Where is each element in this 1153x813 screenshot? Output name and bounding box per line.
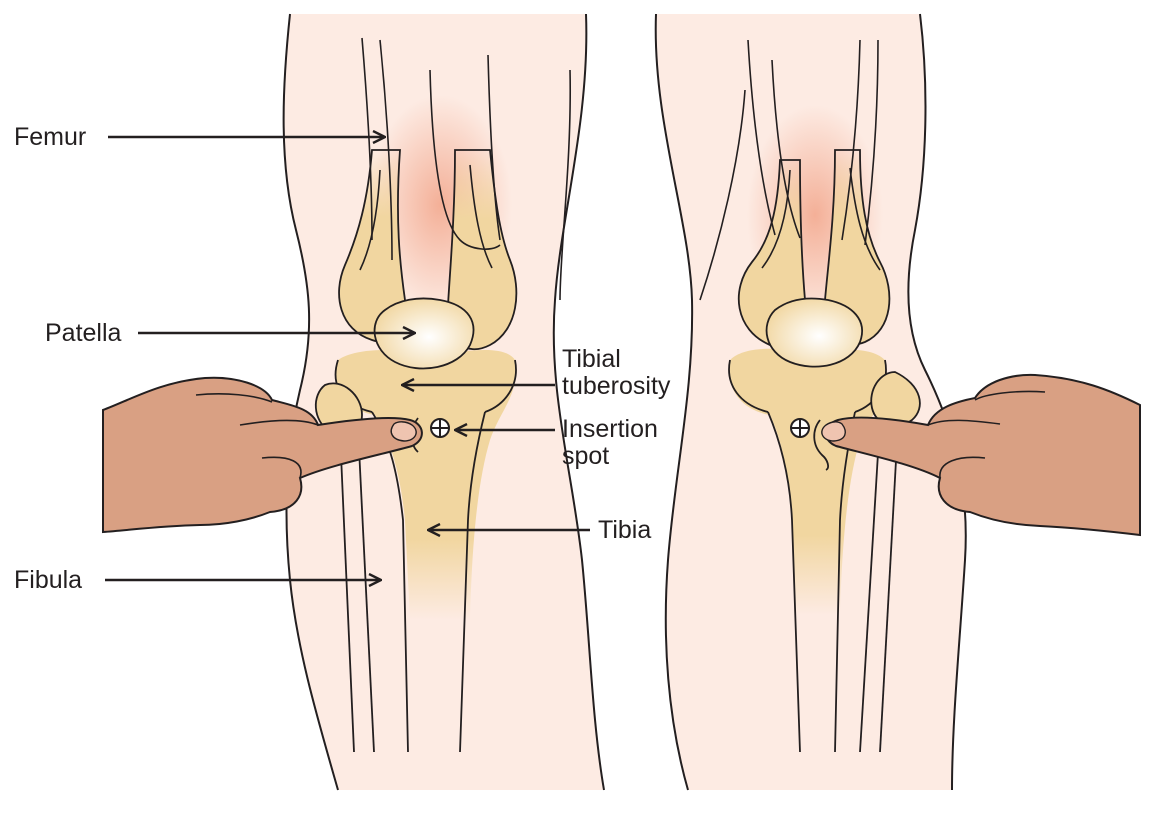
patella-label: Patella xyxy=(45,319,122,347)
label-arrows xyxy=(105,137,590,580)
right-femur-condyle-medial xyxy=(823,149,891,346)
right-tibia xyxy=(729,348,886,615)
tibial-tuberosity-label-line1: Tibial xyxy=(562,345,621,373)
fibula-label: Fibula xyxy=(14,566,83,594)
insertion-marker-icon xyxy=(430,418,450,438)
insertion-spot-label: Insertion spot xyxy=(562,416,658,470)
right-leg xyxy=(654,13,1141,791)
insertion-marker-icon xyxy=(790,418,810,438)
tibia-label: Tibia xyxy=(598,516,652,544)
tibial-tuberosity-label: Tibial tuberosity xyxy=(562,346,670,400)
insertion-spot-label-line2: spot xyxy=(562,442,610,470)
right-patella xyxy=(765,297,863,368)
left-leg xyxy=(102,13,605,791)
left-patella xyxy=(373,297,475,370)
pointing-hand-icon xyxy=(102,376,423,534)
insertion-spot-label-line1: Insertion xyxy=(562,415,658,443)
left-femur-condyle-lateral xyxy=(338,149,407,343)
tibial-tuberosity-label-line2: tuberosity xyxy=(562,372,671,400)
femur-label: Femur xyxy=(14,123,87,151)
